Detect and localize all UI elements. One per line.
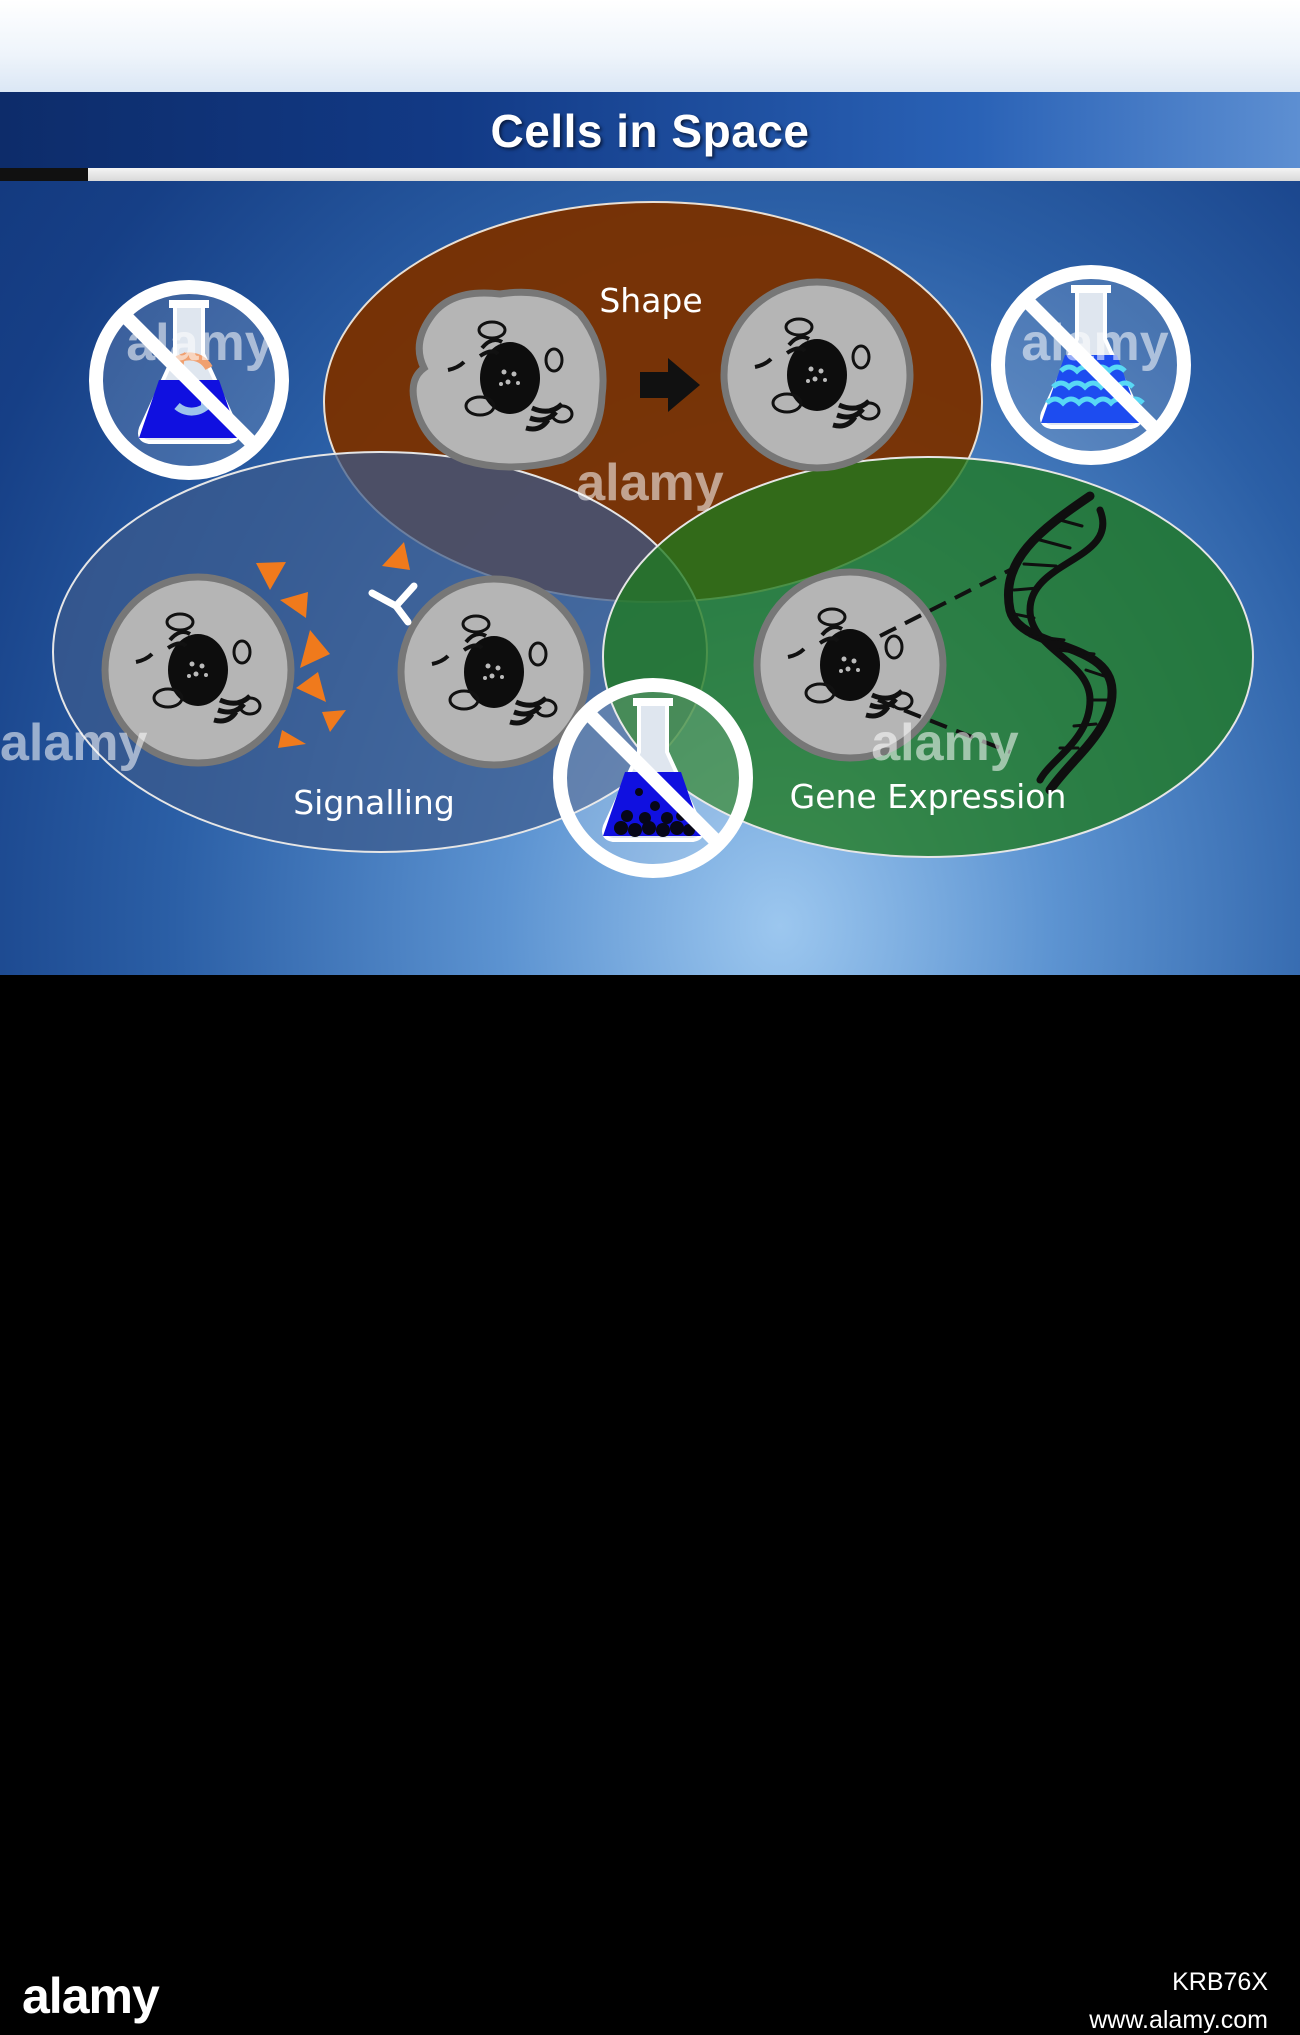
signalling-label: Signalling xyxy=(293,783,455,822)
stock-footer: alamy KRB76X www.alamy.com xyxy=(0,975,1300,2034)
footer-image-id: KRB76X xyxy=(1172,1968,1268,1996)
slide: Cells in Space xyxy=(0,0,1300,975)
no-sedimentation-flask-icon xyxy=(998,272,1184,458)
watermark-center: alamy xyxy=(576,454,724,512)
venn-diagram: Shape xyxy=(0,201,1254,975)
dna-helix-icon xyxy=(1004,491,1117,795)
watermark-right: alamy xyxy=(871,714,1019,772)
no-convection-flask-icon xyxy=(96,287,282,473)
arrow-right-icon xyxy=(640,358,700,412)
footer-logo: alamy xyxy=(22,1968,160,2024)
round-cell-shape xyxy=(724,282,910,468)
shape-label: Shape xyxy=(599,281,702,320)
receptor-icon xyxy=(368,582,418,626)
title-bar xyxy=(0,92,1300,170)
sky-header xyxy=(0,0,1300,92)
irregular-cell xyxy=(409,288,607,471)
watermark-left: alamy xyxy=(0,714,148,772)
signalling-cell-right xyxy=(401,579,587,765)
zoom-lines xyxy=(877,568,1011,754)
no-buoyancy-flask-icon xyxy=(560,685,746,871)
signal-triangles xyxy=(256,542,410,748)
watermark-upper-right: alamy xyxy=(1021,314,1169,372)
gene-expression-label: Gene Expression xyxy=(790,777,1067,816)
watermark-upper-left: alamy xyxy=(126,314,274,372)
slide-title: Cells in Space xyxy=(490,105,810,157)
footer-url: www.alamy.com xyxy=(1089,2006,1268,2034)
title-rule-light xyxy=(88,168,1300,181)
title-rule-dark xyxy=(0,168,88,181)
